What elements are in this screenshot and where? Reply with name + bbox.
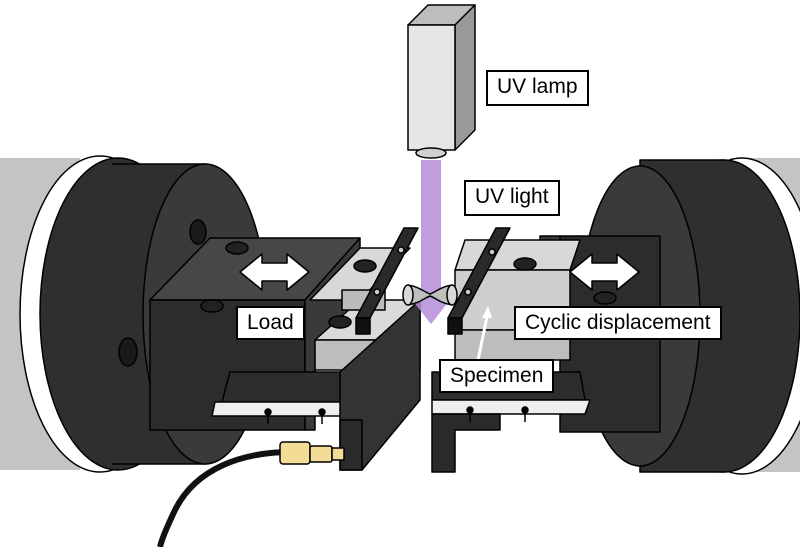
left-carriage <box>211 299 421 471</box>
cyclic-displacement-label: Cyclic displacement <box>514 306 722 340</box>
uv-lamp-label: UV lamp <box>486 70 589 106</box>
sensor-cable <box>157 448 303 547</box>
specimen-label: Specimen <box>439 359 555 393</box>
uv-lamp <box>407 4 476 159</box>
specimen <box>402 284 458 306</box>
specimen-pointer-arrow <box>476 306 492 361</box>
sensor-connector <box>279 441 345 465</box>
right-grip <box>454 239 581 361</box>
uv-light-label: UV light <box>464 180 560 216</box>
load-label: Load <box>236 306 305 340</box>
uv-beam <box>412 160 450 324</box>
right-double-arrow-icon <box>569 253 640 291</box>
left-double-arrow-icon <box>239 253 310 291</box>
